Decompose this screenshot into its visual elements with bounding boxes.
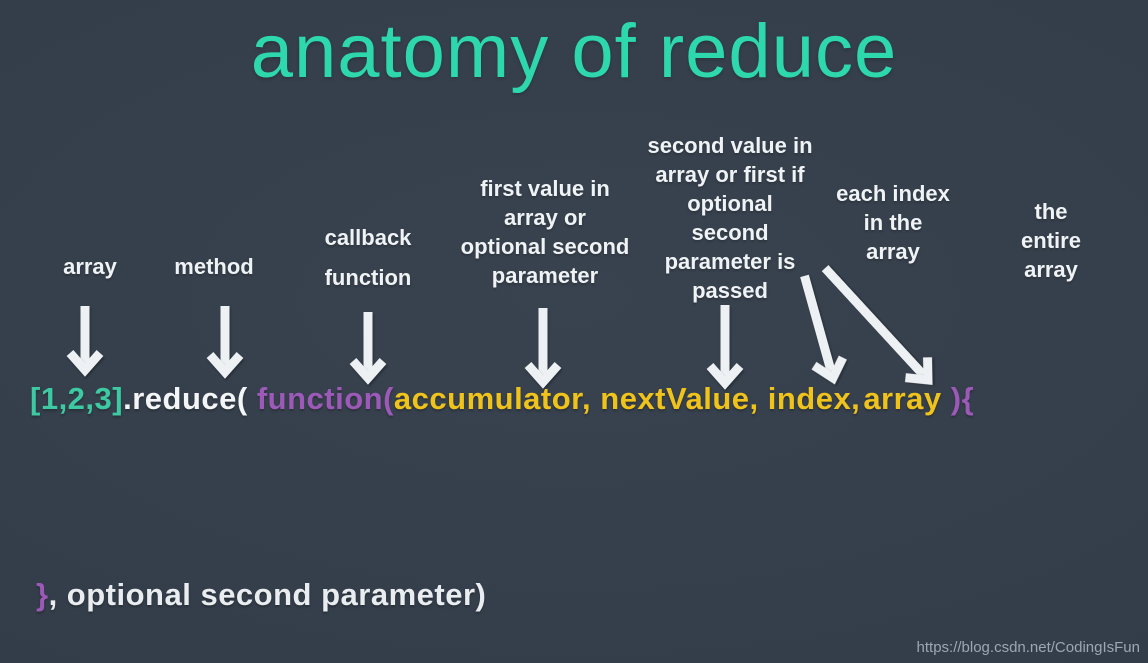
annotation-array: array	[63, 254, 117, 279]
annotation-first-value: first value in array or optional second …	[460, 176, 630, 289]
down-arrow-icon-first-value	[524, 308, 562, 389]
annotation-each-index: each index in the array	[836, 181, 950, 265]
annotation-entire-array: the entire array	[1021, 199, 1081, 283]
code-close-brace: }	[36, 577, 49, 612]
down-arrow-icon-second-value	[706, 305, 744, 390]
code-open-brace: ){	[941, 381, 975, 416]
code-reduce-method: .reduce(	[123, 381, 257, 416]
code-function-keyword: function(	[256, 381, 394, 416]
closing-text: , optional second parameter)	[48, 577, 487, 612]
down-arrow-icon-method	[206, 306, 244, 379]
annotation-callback-function: callback function	[324, 225, 412, 291]
watermark-url: https://blog.csdn.net/CodingIsFun	[916, 639, 1140, 656]
code-array-literal: [1,2,3]	[30, 381, 124, 416]
page-title: anatomy of reduce	[250, 9, 898, 94]
code-line: [1,2,3].reduce( function(accumulator, ne…	[30, 381, 974, 417]
down-arrow-icon-array	[66, 306, 104, 377]
code-array-parameter: array	[863, 381, 942, 416]
annotation-method: method	[174, 254, 254, 279]
diagonal-arrow-icon-entire-array	[821, 265, 933, 386]
down-arrow-icon-callback	[349, 312, 387, 385]
closing-line: }, optional second parameter)	[36, 577, 486, 613]
code-parameters: accumulator, nextValue, index,	[393, 381, 861, 416]
annotation-second-value: second value in array or first if option…	[647, 133, 813, 304]
